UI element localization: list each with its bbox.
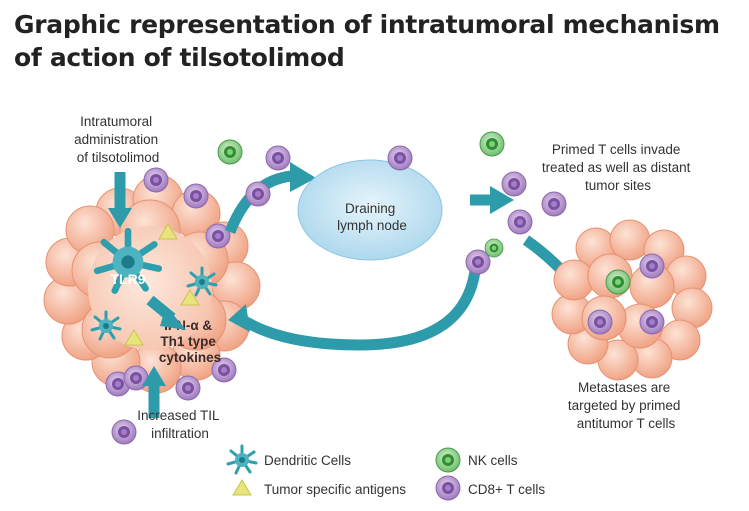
metastases-label: Metastases are targeted by primed antitu…	[568, 380, 684, 431]
cd8-cell-icon	[265, 145, 291, 171]
nk-cell-icon	[605, 269, 631, 295]
antigen-icon	[232, 479, 252, 496]
nk-cell-icon	[479, 131, 505, 157]
nk-cell-icon	[217, 139, 243, 165]
cd8-cell-icon	[183, 183, 209, 209]
tlr9-label: TLR9	[111, 271, 146, 287]
cd8-cell-icon	[639, 309, 665, 335]
cd8-cell-icon	[587, 309, 613, 335]
primed-label: Primed T cells invade treated as well as…	[542, 142, 694, 193]
cd8-cell-icon	[435, 475, 461, 501]
legend-dendritic-label: Dendritic Cells	[264, 453, 351, 468]
cd8-cell-icon	[245, 181, 271, 207]
til-label: Increased TIL infiltration	[137, 408, 223, 441]
cd8-cell-icon	[111, 419, 137, 445]
metastasis-tumor	[551, 219, 713, 381]
cd8-cell-icon	[175, 375, 201, 401]
cytokines-label: IFN-α & Th1 type cytokines	[159, 318, 221, 365]
cd8-cell-icon	[541, 191, 567, 217]
cd8-cell-icon	[501, 171, 527, 197]
page-title: Graphic representation of intratumoral m…	[14, 8, 744, 74]
lymph-node	[297, 159, 443, 261]
administration-label: Intratumoral administration of tilsotoli…	[74, 114, 162, 165]
legend-antigen-label: Tumor specific antigens	[264, 482, 406, 497]
legend-nk-label: NK cells	[468, 453, 518, 468]
title-line-2: of action of tilsotolimod	[14, 43, 345, 72]
nk-cell-icon	[435, 447, 461, 473]
cd8-cell-icon	[639, 253, 665, 279]
cd8-cell-icon	[387, 145, 413, 171]
legend: Dendritic Cells Tumor specific antigens …	[226, 444, 545, 501]
lymph-node-label: Draining lymph node	[337, 201, 407, 233]
title-line-1: Graphic representation of intratumoral m…	[14, 10, 720, 39]
cd8-cell-icon	[123, 365, 149, 391]
cd8-cell-icon	[465, 249, 491, 275]
legend-cd8-label: CD8+ T cells	[468, 482, 545, 497]
cd8-cell-icon	[143, 167, 169, 193]
cd8-cell-icon	[507, 209, 533, 235]
dendritic-cell-icon	[226, 444, 258, 475]
